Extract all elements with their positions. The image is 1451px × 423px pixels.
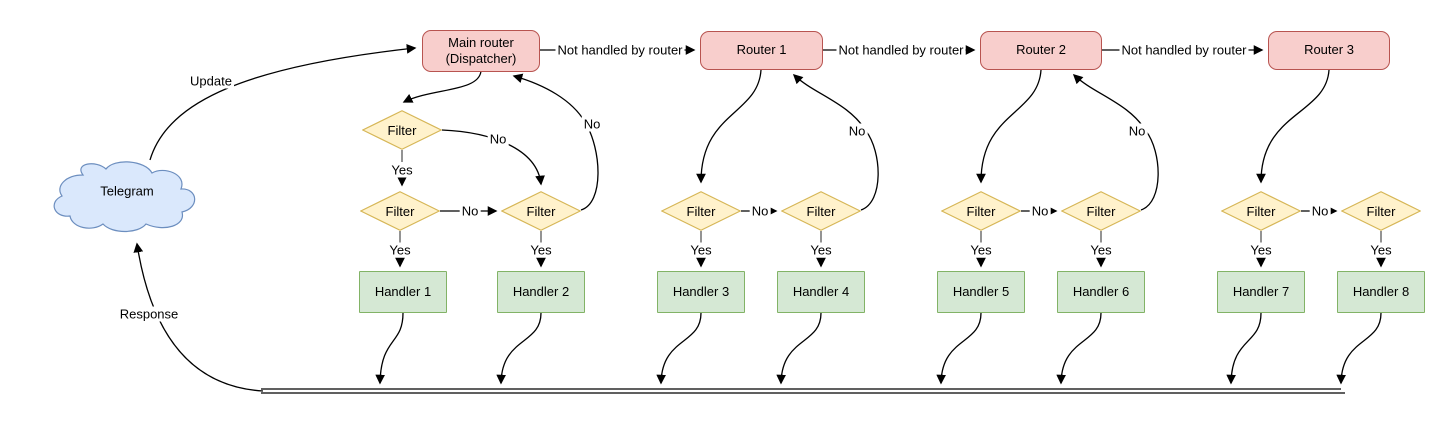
router-1-label: Router 1 <box>736 42 787 58</box>
edge-filter2-no-return <box>512 73 599 211</box>
yes-label: Yes <box>808 242 834 258</box>
yes-label: Yes <box>387 242 413 258</box>
handler-8-node: Handler 8 <box>1337 271 1425 313</box>
not-handled-label-3: Not handled by router <box>1119 42 1249 58</box>
main-router-label-line2: (Dispatcher) <box>445 51 517 66</box>
handler-8-label: Handler 8 <box>1352 283 1410 299</box>
filter-label: Filter <box>1086 203 1116 219</box>
no-label: No <box>1126 123 1148 139</box>
yes-label: Yes <box>688 242 714 258</box>
router-3-label: Router 3 <box>1304 42 1354 58</box>
edge-router2-to-filter5 <box>976 69 1042 184</box>
yes-label: Yes <box>528 242 554 258</box>
filter-label: Filter <box>526 203 556 219</box>
no-label: No <box>581 116 603 132</box>
filter-diamond-0: Filter <box>362 110 442 150</box>
handler-7-node: Handler 7 <box>1217 271 1305 313</box>
no-label: No <box>1029 203 1051 219</box>
router-2-label: Router 2 <box>1016 42 1066 58</box>
filter-diamond-2: Filter <box>501 191 581 231</box>
not-handled-label-2: Not handled by router <box>836 42 966 58</box>
edge-router3-to-filter7 <box>1256 69 1330 184</box>
no-label: No <box>1309 203 1331 219</box>
yes-label: Yes <box>968 242 994 258</box>
filter-diamond-6: Filter <box>1061 191 1141 231</box>
telegram-cloud-label: Telegram <box>100 183 154 199</box>
filter-label: Filter <box>966 203 996 219</box>
filter-label: Filter <box>1366 203 1396 219</box>
handler-2-label: Handler 2 <box>512 283 570 299</box>
handler-3-label: Handler 3 <box>672 283 730 299</box>
filter-label: Filter <box>385 203 415 219</box>
no-label: No <box>459 203 481 219</box>
edge-handler-outputs <box>375 312 1382 385</box>
yes-label: Yes <box>389 162 415 178</box>
filter-diamond-7: Filter <box>1221 191 1301 231</box>
filter-diamond-8: Filter <box>1341 191 1421 231</box>
filter-label: Filter <box>387 122 417 138</box>
edge-router1-to-filter3 <box>696 69 762 184</box>
handler-3-node: Handler 3 <box>657 271 745 313</box>
edge-dispatcher-to-filter0 <box>402 70 482 103</box>
yes-label: Yes <box>1088 242 1114 258</box>
handler-1-node: Handler 1 <box>359 271 447 313</box>
main-router-label-line1: Main router <box>448 34 514 50</box>
response-bus-line <box>261 388 1345 394</box>
edge-filter4-no-return <box>792 73 879 211</box>
filter-diamond-5: Filter <box>941 191 1021 231</box>
filter-label: Filter <box>806 203 836 219</box>
yes-label: Yes <box>1248 242 1274 258</box>
handler-5-node: Handler 5 <box>937 271 1025 313</box>
no-label: No <box>487 131 509 147</box>
filter-diamond-3: Filter <box>661 191 741 231</box>
handler-6-node: Handler 6 <box>1057 271 1145 313</box>
handler-4-node: Handler 4 <box>777 271 865 313</box>
no-label: No <box>846 123 868 139</box>
filter-diamond-1: Filter <box>360 191 440 231</box>
handler-1-label: Handler 1 <box>374 283 432 299</box>
filter-label: Filter <box>686 203 716 219</box>
no-label: No <box>749 203 771 219</box>
update-edge-label: Update <box>188 73 234 89</box>
handler-5-label: Handler 5 <box>952 283 1010 299</box>
router-2-node: Router 2 <box>980 31 1102 70</box>
router-1-node: Router 1 <box>700 31 823 70</box>
main-router-node: Main router (Dispatcher) <box>422 30 540 72</box>
edge-filter6-no-return <box>1072 73 1159 211</box>
response-edge-label: Response <box>117 306 181 322</box>
handler-2-node: Handler 2 <box>497 271 585 313</box>
handler-6-label: Handler 6 <box>1072 283 1130 299</box>
yes-label: Yes <box>1368 242 1394 258</box>
edge-yes-stubs <box>399 231 1382 243</box>
filter-label: Filter <box>1246 203 1276 219</box>
handler-7-label: Handler 7 <box>1232 283 1290 299</box>
edge-yes-arrows <box>395 257 1386 268</box>
not-handled-label-1: Not handled by router <box>555 42 685 58</box>
handler-4-label: Handler 4 <box>792 283 850 299</box>
filter-diamond-4: Filter <box>781 191 861 231</box>
router-3-node: Router 3 <box>1268 31 1390 70</box>
